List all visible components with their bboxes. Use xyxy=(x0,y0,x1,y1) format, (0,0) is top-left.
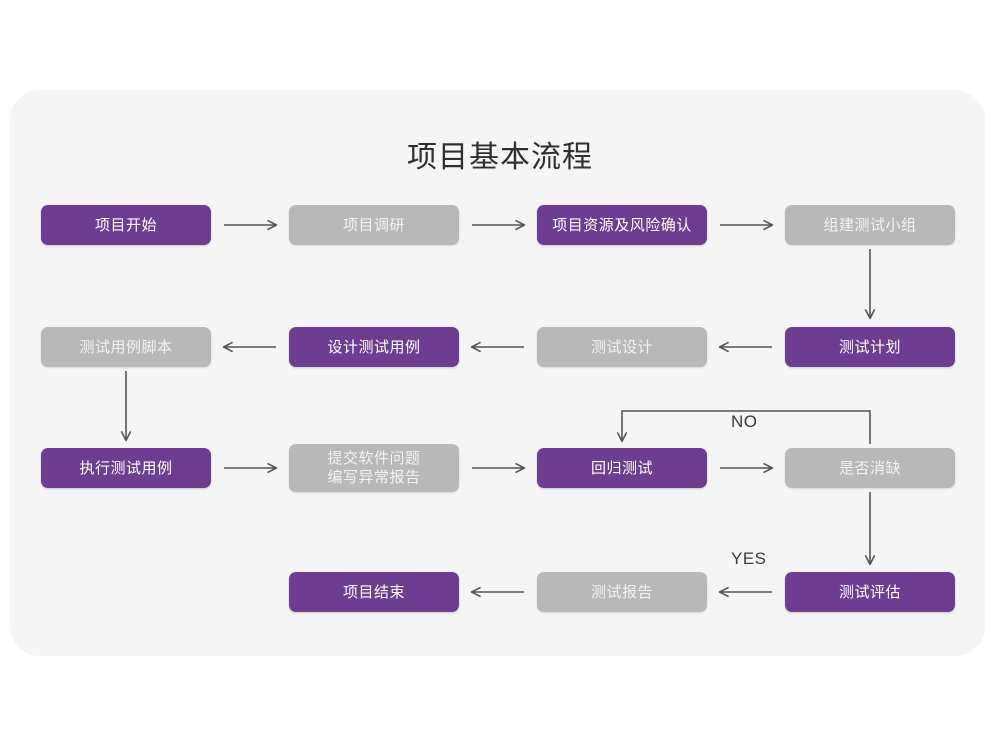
node-project-end[interactable]: 项目结束 xyxy=(289,572,459,612)
node-submit-defects-line2: 编写异常报告 xyxy=(327,469,421,486)
node-execute-test-cases[interactable]: 执行测试用例 xyxy=(41,448,211,488)
node-regression-test[interactable]: 回归测试 xyxy=(537,448,707,488)
node-test-design[interactable]: 测试设计 xyxy=(537,327,707,367)
node-test-plan[interactable]: 测试计划 xyxy=(785,327,955,367)
node-test-case-script[interactable]: 测试用例脚本 xyxy=(41,327,211,367)
node-design-test-cases[interactable]: 设计测试用例 xyxy=(289,327,459,367)
edge-label-yes: YES xyxy=(731,549,767,568)
node-submit-defects-line1: 提交软件问题 xyxy=(327,450,421,467)
node-submit-defects-report[interactable]: 提交软件问题 编写异常报告 xyxy=(289,444,459,492)
node-test-report[interactable]: 测试报告 xyxy=(537,572,707,612)
edge-label-no: NO xyxy=(731,412,758,431)
node-defect-cleared[interactable]: 是否消缺 xyxy=(785,448,955,488)
node-project-research[interactable]: 项目调研 xyxy=(289,205,459,245)
node-build-test-team[interactable]: 组建测试小组 xyxy=(785,205,955,245)
node-resource-risk-confirm[interactable]: 项目资源及风险确认 xyxy=(537,205,707,245)
node-project-start[interactable]: 项目开始 xyxy=(41,205,211,245)
flowchart-panel xyxy=(10,90,985,656)
page-title: 项目基本流程 xyxy=(407,141,593,174)
node-test-evaluation[interactable]: 测试评估 xyxy=(785,572,955,612)
